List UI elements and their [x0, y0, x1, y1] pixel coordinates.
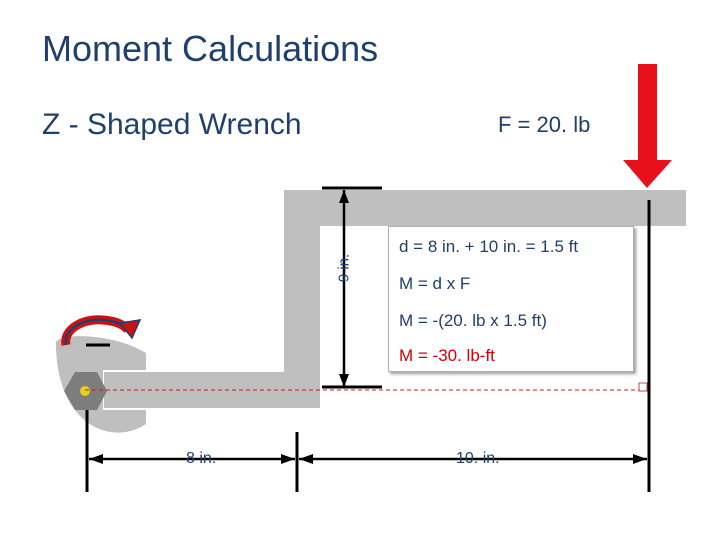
wrench-vertical-arm [284, 190, 320, 408]
distance-equation: d = 8 in. + 10 in. = 1.5 ft [399, 237, 579, 256]
force-label: F = 20. lb [498, 112, 591, 137]
right-span-label: 10. in. [456, 450, 500, 467]
moment-formula: M = d x F [399, 274, 471, 293]
moment-result: M = -30. lb-ft [399, 346, 495, 365]
left-span-label: 8 in. [186, 450, 217, 467]
slide-title: Moment Calculations [42, 28, 379, 69]
wrench-upper-arm [284, 190, 686, 226]
moment-arm-end-marker [638, 382, 648, 392]
moment-substitution: M = -(20. lb x 1.5 ft) [399, 311, 547, 330]
clockwise-arrow-icon [61, 315, 142, 346]
height-dimension [322, 186, 382, 389]
down-arrow-icon [623, 64, 672, 188]
span-dimensions [85, 410, 647, 492]
calculation-box: d = 8 in. + 10 in. = 1.5 ft M = d x F M … [388, 226, 634, 372]
diagram-subtitle: Z - Shaped Wrench [42, 108, 302, 141]
pivot-point [80, 386, 90, 396]
